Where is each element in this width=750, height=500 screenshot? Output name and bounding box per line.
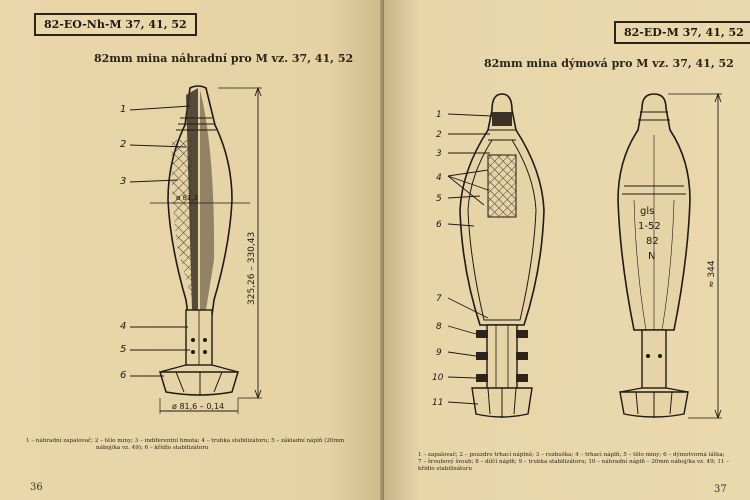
right-dimension-length: ≈ 344 bbox=[707, 260, 717, 288]
left-caption: 1 – náhradní zapalovač; 2 – tělo miny; 3… bbox=[26, 438, 366, 452]
right-caption-line-3: křídlo stabilizátoru bbox=[418, 466, 472, 472]
right-body-marking-3: 82 bbox=[646, 236, 659, 247]
right-page: 82-ED-M 37, 41, 52 82mm mina dýmová pro … bbox=[384, 0, 750, 500]
left-caption-line-2: náboj/ka vz. 49); 6 – křídlo stabilizáto… bbox=[96, 445, 209, 451]
right-callout-9: 9 bbox=[436, 348, 442, 358]
left-callout-4: 4 bbox=[120, 321, 126, 332]
left-page-title: 82mm mina náhradní pro M vz. 37, 41, 52 bbox=[94, 52, 354, 65]
right-callout-7: 7 bbox=[436, 294, 442, 304]
right-caption: 1 – zapalovač; 2 – pouzdro trhací náplně… bbox=[418, 452, 738, 473]
right-external-view: gls 1-52 82 N bbox=[617, 93, 691, 418]
right-page-title: 82mm mina dýmová pro M vz. 37, 41, 52 bbox=[484, 57, 734, 70]
left-dimension-length: 325,26 – 330,43 bbox=[247, 232, 257, 305]
right-body-marking-4: N bbox=[648, 251, 655, 262]
right-callout-1: 1 bbox=[436, 110, 442, 120]
right-caption-line-2: 7 – šroubový šroub; 8 – dílčí náplň; 9 –… bbox=[418, 459, 730, 465]
left-dimension-base: ø 81,6 – 0,14 bbox=[172, 402, 224, 411]
right-callout-3: 3 bbox=[436, 149, 442, 159]
right-body-marking-2: 1-52 bbox=[638, 221, 661, 232]
right-page-number: 37 bbox=[714, 484, 727, 495]
left-callout-3: 3 bbox=[120, 176, 126, 187]
right-section-view bbox=[459, 93, 545, 418]
right-callout-4: 4 bbox=[436, 173, 442, 183]
right-caption-line-1: 1 – zapalovač; 2 – pouzdro trhací náplně… bbox=[418, 452, 725, 458]
left-page: 82-EO-Nh-M 37, 41, 52 82mm mina náhradní… bbox=[0, 0, 384, 500]
right-mortar-drawings: 1 2 3 4 5 6 7 8 9 10 11 bbox=[432, 92, 722, 420]
left-callout-6: 6 bbox=[120, 370, 126, 381]
right-code-box: 82-ED-M 37, 41, 52 bbox=[614, 21, 750, 44]
right-callout-6: 6 bbox=[436, 220, 442, 230]
left-callout-1: 1 bbox=[120, 104, 126, 115]
left-page-number: 36 bbox=[30, 482, 43, 493]
right-callout-8: 8 bbox=[436, 322, 442, 332]
left-caption-line-1: 1 – náhradní zapalovač; 2 – tělo miny; 3… bbox=[26, 438, 345, 444]
right-callout-2: 2 bbox=[436, 130, 442, 140]
left-code-box: 82-EO-Nh-M 37, 41, 52 bbox=[34, 13, 197, 36]
left-callout-5: 5 bbox=[120, 344, 126, 355]
right-callout-11: 11 bbox=[432, 398, 443, 408]
right-callout-5: 5 bbox=[436, 194, 442, 204]
left-callout-2: 2 bbox=[120, 139, 126, 150]
right-callout-10: 10 bbox=[432, 373, 444, 383]
right-body-marking-1: gls bbox=[640, 206, 654, 217]
left-dimension-inner: ø 81,3 bbox=[176, 194, 198, 202]
left-mortar-drawing: 1 2 3 4 5 6 325,26 – 330,43 ø 81,3 ø 81,… bbox=[120, 85, 262, 414]
